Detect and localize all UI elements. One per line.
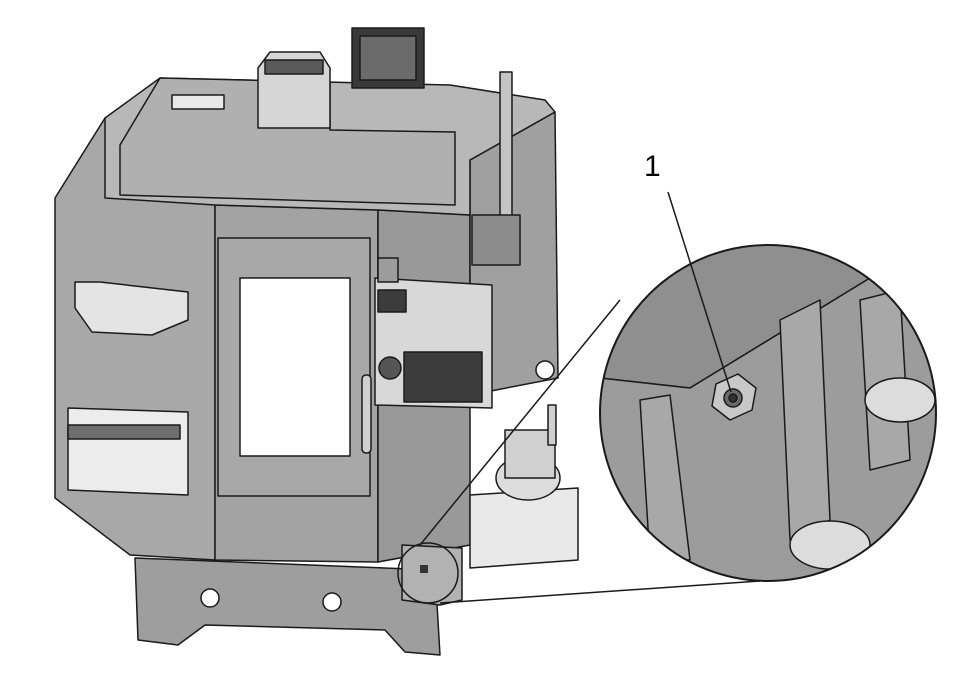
zoom-foot-pad-lower [789,520,871,570]
zoom-circle-outline [599,244,937,582]
coolant-pipe [547,404,557,446]
zoom-leveling-screw-core [728,393,738,403]
base-hole-left [200,588,220,608]
roof-plate [171,94,225,110]
zoom-line-top [419,299,621,546]
pendant-mount [377,257,399,283]
coolant-pump-body [504,429,556,479]
zoom-detail [599,244,937,582]
spindle-fan [264,59,324,75]
zoom-rib-1 [639,394,691,561]
pendant-keypad [403,351,483,403]
zoom-rib-2 [779,299,831,541]
zoom-line-bottom [439,580,761,604]
leveling-foot-area [401,544,463,606]
callout-label-1: 1 [644,150,661,183]
leveling-screw-small [420,565,428,573]
top-electronics-panel [359,35,417,81]
rear-pipe [499,71,513,218]
callout-leader-line [667,191,732,393]
base-stand [134,557,441,656]
side-cabinet [67,407,189,496]
zoom-source-circle [397,542,459,604]
rear-bracket [471,214,521,266]
door-handle [361,374,372,454]
machine-enclosure [54,27,579,656]
side-cabinet-lid [67,424,181,440]
zoom-foot-pad [864,377,936,423]
door-window [239,277,351,457]
pendant-jog-knob [378,356,402,380]
pendant-screen [377,289,407,313]
rear-panel-hole [535,360,555,380]
base-hole-right [322,592,342,612]
tool-holder-tray [74,281,189,336]
